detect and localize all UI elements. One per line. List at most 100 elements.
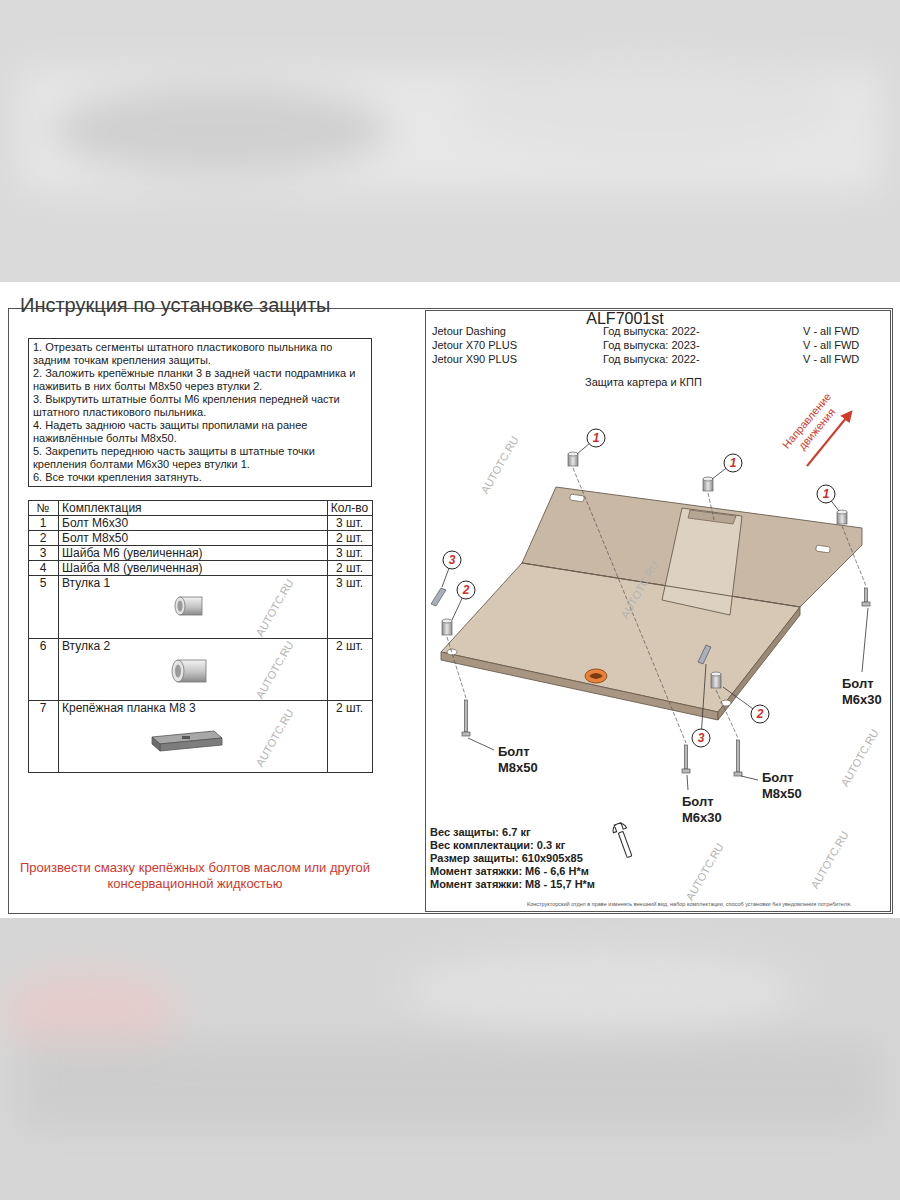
bracket-plate-icon — [160, 738, 222, 751]
wrench-icon — [611, 821, 627, 832]
assembly-line — [447, 637, 466, 698]
callout-circle: 3 — [442, 550, 462, 570]
callout-outline — [692, 729, 710, 747]
parts-table — [28, 545, 372, 546]
photo-background — [20, 60, 880, 190]
bolt — [462, 588, 870, 776]
skid-plate — [662, 508, 742, 615]
parts-table — [327, 500, 328, 772]
assembly-line — [447, 468, 866, 743]
callout-circle: 2 — [456, 580, 476, 600]
skid-plate — [522, 563, 800, 607]
item-quantity: 3 шт. — [327, 576, 372, 590]
bolt — [682, 769, 690, 773]
parts-table — [28, 500, 373, 773]
leader-line — [687, 775, 688, 790]
table-header: № — [28, 501, 58, 515]
photo-background — [0, 918, 900, 1200]
spec-line: Момент затяжки: М8 - 15,7 Н*м — [430, 878, 595, 891]
instruction-step: 1. Отрезать сегменты штатного пластиково… — [33, 341, 367, 367]
item-number: 4 — [28, 561, 58, 575]
callout-circle: 1 — [723, 453, 743, 473]
bolt-label: Болт М6х30 — [682, 794, 722, 826]
callout-circle: 1 — [816, 484, 836, 504]
bolt — [685, 745, 688, 769]
parts-table — [28, 530, 372, 531]
bracket-plate — [698, 645, 711, 664]
bushing-icon — [172, 660, 206, 682]
skid-plate — [441, 563, 800, 712]
item-number: 2 — [28, 531, 58, 545]
model-year: Год выпуска: 2022- — [603, 325, 700, 338]
callout-number: 2 — [757, 707, 764, 721]
wrench-icon — [618, 831, 632, 857]
item-quantity: 2 шт. — [327, 701, 372, 715]
engine-drive: V - all FWD — [803, 353, 859, 366]
callout-outline — [587, 429, 605, 447]
callout-outline — [817, 485, 835, 503]
leader-line — [701, 664, 706, 738]
sheet — [0, 282, 900, 918]
warning-note: Произвести смазку крепёжных болтов масло… — [15, 860, 375, 892]
item-name: Болт М8х50 — [62, 531, 325, 545]
photo-background — [450, 60, 850, 160]
item-quantity: 3 шт. — [327, 516, 372, 530]
photo-background — [0, 970, 180, 1050]
wrench-icon — [611, 821, 636, 859]
drawing-frame — [426, 311, 891, 912]
bolt — [865, 588, 868, 602]
photo-background — [0, 0, 900, 282]
skid-plate — [570, 494, 585, 502]
item-name: Болт М6х30 — [62, 516, 325, 530]
item-quantity: 3 шт. — [327, 546, 372, 560]
callout-outline — [457, 581, 475, 599]
bolt — [862, 602, 870, 606]
item-quantity: 2 шт. — [327, 639, 372, 653]
photo-background — [50, 85, 390, 175]
item-quantity: 2 шт. — [327, 531, 372, 545]
skid-plate — [585, 669, 607, 683]
callout-circle: 3 — [691, 728, 711, 748]
item-quantity: 2 шт. — [327, 561, 372, 575]
item-number: 3 — [28, 546, 58, 560]
bolt-label: Болт М8х50 — [498, 744, 538, 776]
parts-table — [28, 638, 372, 639]
skid-plate — [718, 607, 800, 720]
callout-outline — [724, 454, 742, 472]
item-number: 5 — [28, 576, 58, 590]
instruction-box: 1. Отрезать сегменты штатного пластиково… — [28, 338, 372, 487]
car-model: Jetour Dashing — [432, 325, 506, 338]
spec-line: Вес защиты: 6.7 кг — [430, 826, 531, 839]
skid-plate — [721, 700, 731, 706]
callout-outline — [443, 551, 461, 569]
callout-number: 1 — [730, 456, 737, 470]
callout-circle: 2 — [750, 704, 770, 724]
spec-line: Размер защиты: 610х905х85 — [430, 852, 583, 865]
photo-background — [400, 950, 800, 1030]
bushing — [568, 452, 578, 456]
bushing — [442, 452, 847, 688]
skid-plate — [441, 487, 862, 720]
spec-line: Момент затяжки: М6 - 6,6 Н*м — [430, 865, 589, 878]
leader-line — [442, 438, 868, 790]
assembly-line — [842, 526, 866, 586]
assembly-line — [716, 690, 738, 738]
bushing-icon — [177, 601, 182, 612]
car-model: Jetour X90 PLUS — [432, 353, 517, 366]
bolt-label: Болт М6х30 — [842, 676, 882, 708]
bushing — [442, 619, 452, 623]
car-model: Jetour X70 PLUS — [432, 339, 517, 352]
bolt — [734, 772, 742, 776]
sheet-frame — [9, 309, 893, 914]
assembly-line — [573, 468, 686, 743]
parts-table — [28, 560, 372, 561]
bolt — [737, 740, 740, 772]
instruction-step: 2. Заложить крепёжные планки 3 в задней … — [33, 367, 367, 393]
bushing-icon — [175, 597, 202, 615]
instruction-step: 5. Закрепить переднюю часть защиты в шта… — [33, 445, 367, 471]
bracket-plate — [431, 588, 446, 606]
callout-circle: 1 — [586, 428, 606, 448]
photo-background — [0, 950, 880, 1130]
leader-line — [741, 776, 758, 780]
